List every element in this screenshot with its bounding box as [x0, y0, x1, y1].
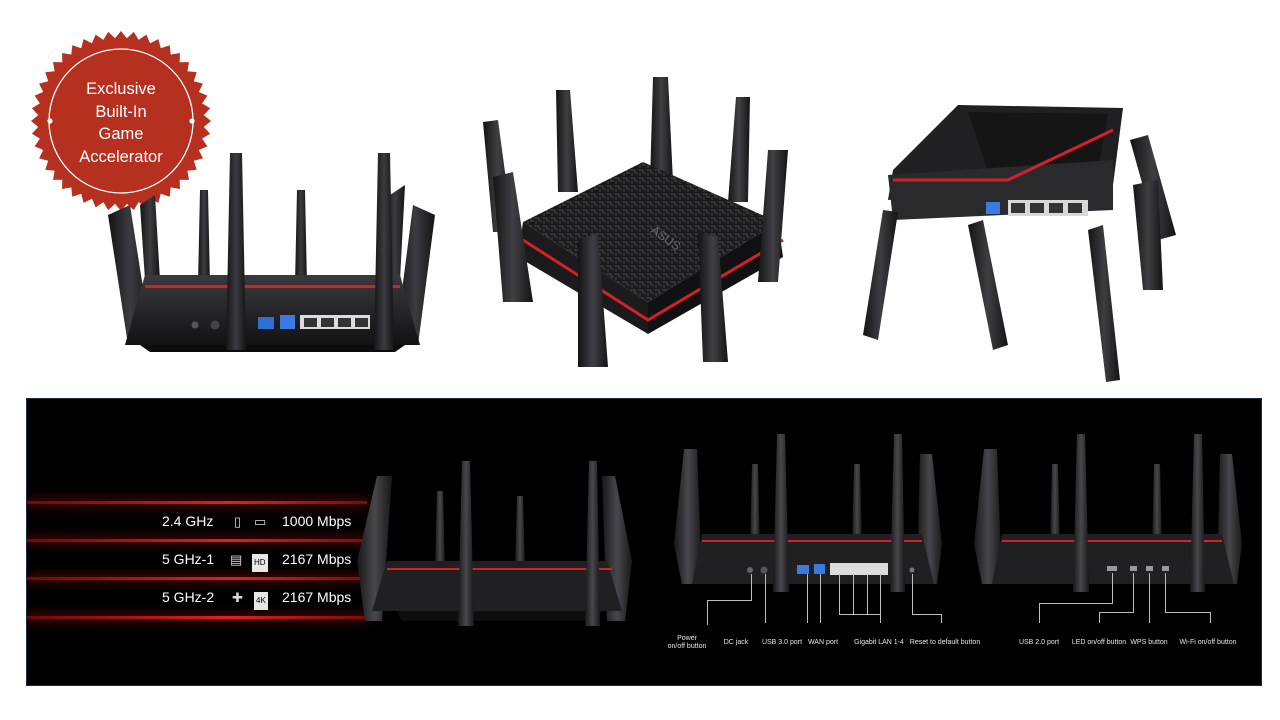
callout-line [853, 574, 854, 614]
phone-icon: ▯ [234, 514, 242, 529]
badge-line: Built-In [95, 102, 147, 121]
port-label-text: USB 2.0 port [1018, 639, 1060, 646]
features-panel: 2.4 GHz ▯ ▭ 1000 Mbps 5 GHz-1 ▤ HD 2167 … [26, 398, 1262, 686]
callout-line [1039, 603, 1040, 623]
gamepad-icon: ✚ [232, 590, 243, 605]
callout-line [867, 574, 868, 614]
band-speed: 2167 Mbps [282, 589, 352, 605]
port-label-dc-jack: DC jack [724, 639, 749, 647]
port-label-text: WPS button [1130, 639, 1168, 646]
router-angled-view-photo: ASUS [478, 72, 813, 372]
router-front-buttons-photo [972, 434, 1247, 604]
router-dark-front-photo [357, 461, 637, 631]
band-speed: 1000 Mbps [282, 513, 352, 529]
callout-line [912, 614, 942, 615]
badge-line: Game [98, 125, 144, 143]
red-glow-line [27, 577, 367, 580]
hd-tv-icon: HD [252, 554, 268, 572]
port-label-text: Gigabit LAN 1-4 [854, 639, 904, 646]
laptop-icon: ▭ [254, 514, 267, 529]
seal-shape [31, 31, 211, 211]
router-rear-ports-photo [672, 434, 947, 604]
band-frequency: 5 GHz-2 [162, 589, 215, 605]
port-label-reset: Reset to default button [910, 639, 980, 647]
callout-line [807, 574, 808, 623]
callout-line [880, 574, 881, 614]
port-label-text: Wi-Fi on/off button [1179, 639, 1237, 646]
callout-line [751, 574, 752, 601]
callout-line [1149, 573, 1150, 623]
callout-line [880, 614, 881, 623]
callout-line [707, 600, 708, 625]
port-label-power: Power on/off button [668, 635, 707, 651]
callout-line [912, 574, 913, 614]
port-label-text: WAN port [807, 639, 839, 646]
4k-tv-icon: 4K [254, 592, 268, 610]
badge-line: Exclusive [86, 80, 156, 98]
port-label-lan: Gigabit LAN 1-4 [854, 639, 904, 647]
port-label-text: DC jack [723, 639, 749, 646]
port-label-led: LED on/off button [1072, 639, 1126, 647]
port-label-wifi: Wi-Fi on/off button [1179, 639, 1236, 647]
port-label-text: USB 3.0 port [761, 639, 803, 646]
callout-line [1039, 603, 1112, 604]
port-label-text: LED on/off button [1071, 639, 1127, 646]
callout-line [1210, 612, 1211, 623]
callout-line [1133, 573, 1134, 613]
film-icon: ▤ [230, 552, 243, 567]
router-rear-perspective-photo [858, 100, 1178, 385]
callout-line [941, 614, 942, 623]
band-frequency: 5 GHz-1 [162, 551, 215, 567]
port-label-text: Power on/off button [667, 635, 707, 650]
callout-line [820, 574, 821, 623]
callout-line [839, 574, 840, 614]
badge-line: Accelerator [79, 147, 163, 166]
band-speed: 2167 Mbps [282, 551, 352, 567]
band-frequency: 2.4 GHz [162, 513, 214, 529]
badge-text: Exclusive Built-In Game Accelerator [30, 78, 212, 168]
port-label-usb2: USB 2.0 port [1019, 639, 1059, 647]
callout-line [839, 614, 881, 615]
callout-line [1112, 573, 1113, 604]
callout-line [1165, 573, 1166, 613]
game-accelerator-badge: Exclusive Built-In Game Accelerator [30, 30, 212, 212]
red-glow-line [27, 539, 367, 542]
router-front-view-photo [100, 145, 445, 360]
callout-line [707, 600, 752, 601]
port-label-wps: WPS button [1130, 639, 1167, 647]
port-label-usb3: USB 3.0 port [762, 639, 802, 647]
port-label-wan: WAN port [808, 639, 838, 647]
callout-line [1165, 612, 1211, 613]
red-glow-line [27, 616, 367, 619]
port-label-text: Reset to default button [909, 639, 981, 646]
callout-line [765, 574, 766, 623]
callout-line [1099, 612, 1133, 613]
callout-line [1099, 612, 1100, 623]
red-glow-line [27, 501, 367, 504]
